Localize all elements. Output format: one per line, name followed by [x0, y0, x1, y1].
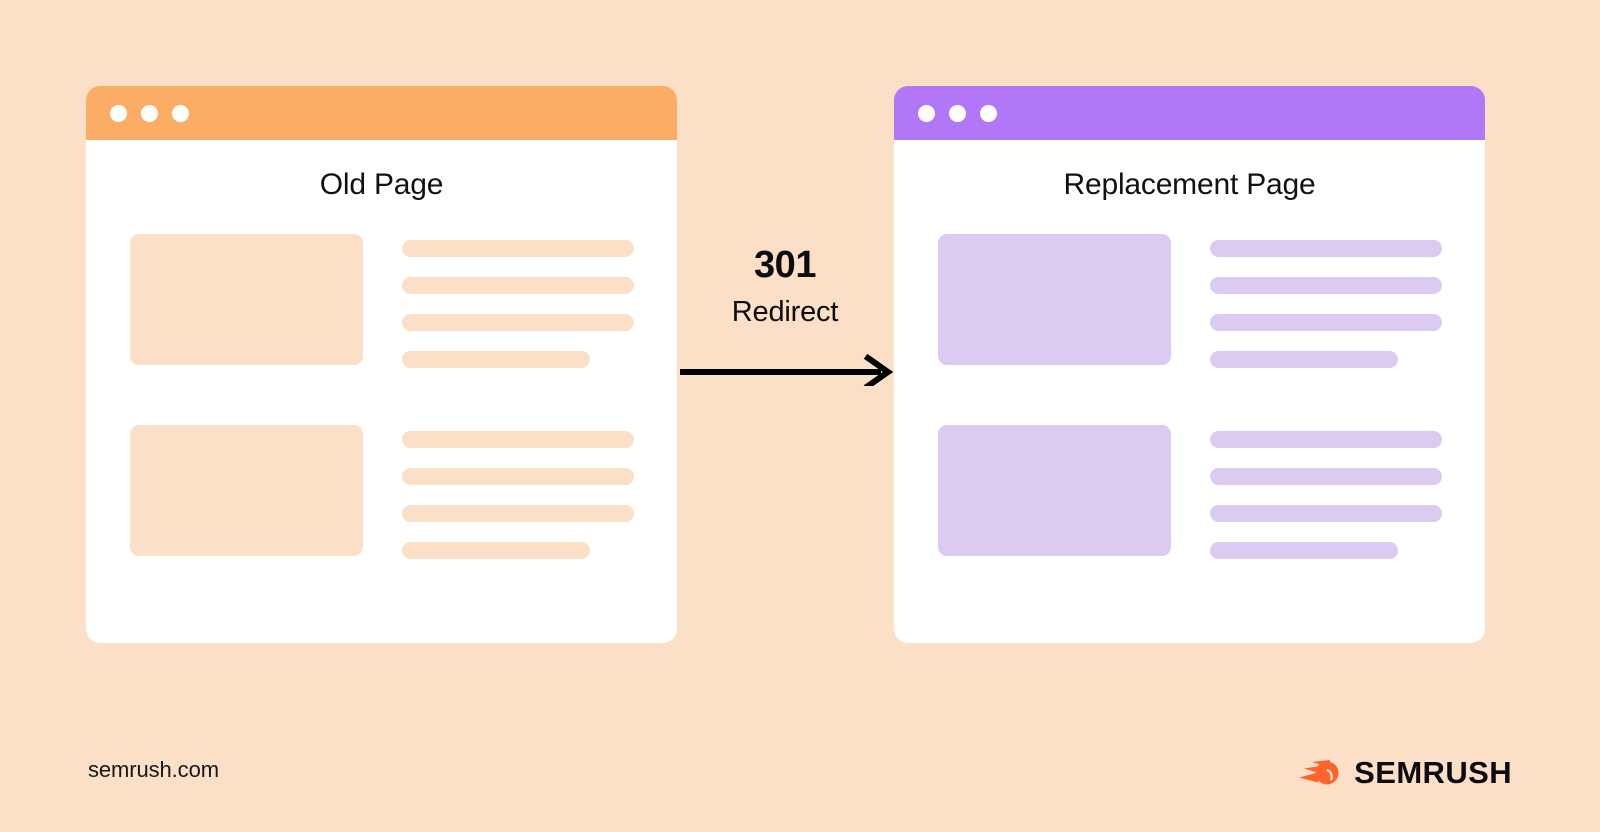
- window-dot-icon: [141, 104, 158, 122]
- semrush-wordmark: SEMRUSH: [1354, 754, 1512, 790]
- old-page-window: Old Page: [86, 86, 677, 643]
- text-line: [402, 277, 634, 294]
- text-line: [1210, 542, 1398, 559]
- image-placeholder: [130, 425, 363, 556]
- image-placeholder: [938, 425, 1171, 556]
- text-line: [402, 314, 634, 331]
- replacement-page-titlebar: [894, 86, 1485, 140]
- text-line-group: [1210, 425, 1442, 559]
- old-page-title: Old Page: [319, 168, 444, 201]
- text-line: [1210, 351, 1398, 368]
- text-line: [402, 351, 590, 368]
- redirect-annotation: 301 Redirect: [676, 246, 894, 386]
- redirect-status-code: 301: [754, 244, 816, 286]
- window-dot-icon: [949, 104, 966, 122]
- text-line: [402, 542, 590, 559]
- redirect-label: Redirect: [731, 296, 839, 328]
- content-block: [894, 234, 1485, 368]
- content-block: [86, 425, 677, 559]
- replacement-page-content: [894, 234, 1485, 559]
- image-placeholder: [938, 234, 1171, 365]
- text-line: [402, 505, 634, 522]
- text-line: [1210, 314, 1442, 331]
- text-line-group: [1210, 234, 1442, 368]
- text-line: [1210, 240, 1442, 257]
- semrush-comet-icon: [1299, 760, 1339, 785]
- text-line-group: [402, 234, 634, 368]
- text-line: [1210, 468, 1442, 485]
- text-line: [402, 240, 634, 257]
- text-line: [1210, 431, 1442, 448]
- replacement-page-window: Replacement Page: [894, 86, 1485, 643]
- old-page-titlebar: [86, 86, 677, 140]
- content-block: [86, 234, 677, 368]
- window-dot-icon: [918, 104, 935, 122]
- semrush-logo: SEMRUSH: [1298, 752, 1512, 792]
- window-dot-icon: [172, 104, 189, 122]
- text-line: [402, 431, 634, 448]
- text-line: [1210, 277, 1442, 294]
- window-dot-icon: [110, 104, 127, 122]
- text-line: [1210, 505, 1442, 522]
- footer-url: semrush.com: [88, 757, 219, 782]
- replacement-page-title: Replacement Page: [1063, 168, 1316, 201]
- old-page-content: [86, 234, 677, 559]
- arrow-right-icon: [680, 353, 894, 386]
- text-line-group: [402, 425, 634, 559]
- text-line: [402, 468, 634, 485]
- image-placeholder: [130, 234, 363, 365]
- content-block: [894, 425, 1485, 559]
- window-dot-icon: [980, 104, 997, 122]
